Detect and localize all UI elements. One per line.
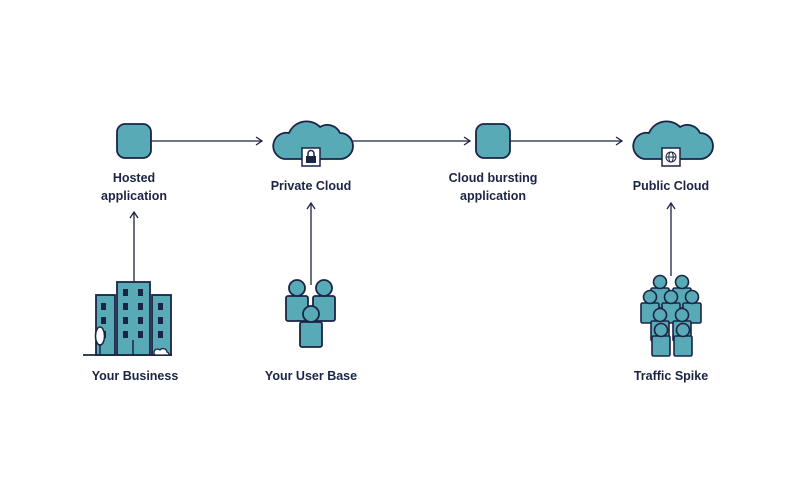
cloud-lock-icon	[272, 120, 354, 167]
edge-hosted-to-private	[151, 136, 264, 146]
edge-burst-to-public	[510, 136, 624, 146]
edge-private-to-burst	[353, 136, 472, 146]
edge-spike-to-public	[666, 201, 676, 276]
office-building-icon	[83, 281, 172, 356]
node-label-your-business: Your Business	[91, 369, 179, 383]
edge-business-to-hosted	[129, 210, 139, 282]
crowd-icon	[640, 274, 702, 357]
app-box-icon	[475, 123, 511, 159]
user-group-icon	[285, 279, 336, 348]
node-label-your-user-base: Your User Base	[264, 369, 358, 383]
cloud-globe-icon	[632, 120, 714, 167]
node-label-hosted-application: Hosted application	[101, 171, 167, 203]
node-label-public-cloud: Public Cloud	[632, 179, 710, 193]
node-label-traffic-spike: Traffic Spike	[633, 369, 709, 383]
node-label-private-cloud: Private Cloud	[270, 179, 352, 193]
edge-users-to-private	[306, 201, 316, 285]
node-label-cloud-bursting-application: Cloud bursting application	[448, 171, 538, 203]
app-box-icon	[116, 123, 152, 159]
